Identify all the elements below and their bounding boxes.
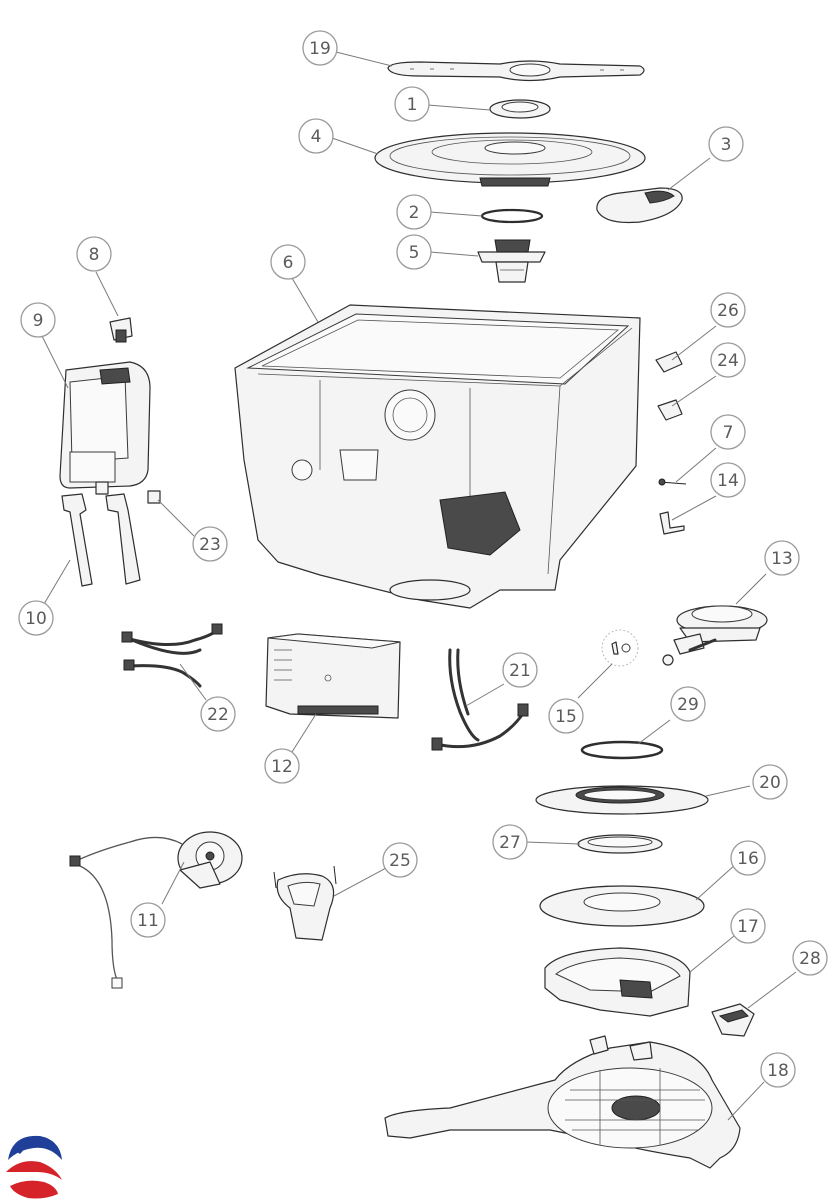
callout-11: 11 — [130, 902, 166, 938]
part-28-fitting — [711, 1003, 755, 1037]
part-13-pump-assembly — [662, 605, 768, 666]
callout-20: 20 — [752, 764, 788, 800]
callout-3: 3 — [708, 126, 744, 162]
svg-text:5: 5 — [409, 243, 420, 263]
svg-text:23: 23 — [199, 535, 221, 555]
part-19-upper-spray-arm — [387, 60, 645, 82]
part-8-fitting — [109, 317, 133, 343]
svg-text:9: 9 — [33, 311, 44, 331]
callout-8: 8 — [76, 236, 112, 272]
part-14-clip — [659, 511, 685, 535]
svg-text:11: 11 — [137, 911, 159, 931]
callout-13: 13 — [764, 540, 800, 576]
callout-14: 14 — [710, 462, 746, 498]
svg-text:1: 1 — [407, 95, 418, 115]
brand-swirl-logo — [4, 1135, 64, 1199]
svg-text:24: 24 — [717, 351, 739, 371]
part-23-clip — [147, 490, 161, 504]
svg-text:28: 28 — [799, 949, 821, 969]
part-5-impeller-hub — [477, 239, 546, 283]
svg-text:27: 27 — [499, 833, 521, 853]
svg-text:19: 19 — [309, 39, 331, 59]
part-18-base-assembly — [384, 1035, 741, 1169]
part-4-spray-tray — [374, 132, 646, 187]
svg-text:3: 3 — [721, 135, 732, 155]
svg-text:17: 17 — [737, 917, 759, 937]
svg-text:8: 8 — [89, 245, 100, 265]
part-22-wire-harness — [121, 623, 223, 688]
callout-29: 29 — [670, 686, 706, 722]
svg-text:16: 16 — [737, 849, 759, 869]
svg-text:14: 14 — [717, 471, 739, 491]
callout-26: 26 — [710, 292, 746, 328]
callout-28: 28 — [792, 940, 828, 976]
callout-4: 4 — [298, 118, 334, 154]
svg-text:12: 12 — [271, 757, 293, 777]
callout-10: 10 — [18, 600, 54, 636]
svg-text:29: 29 — [677, 695, 699, 715]
callout-6: 6 — [270, 244, 306, 280]
callout-16: 16 — [730, 840, 766, 876]
callout-24: 24 — [710, 342, 746, 378]
callout-15: 15 — [548, 698, 584, 734]
svg-text:6: 6 — [283, 253, 294, 273]
svg-text:26: 26 — [717, 301, 739, 321]
svg-text:25: 25 — [389, 851, 411, 871]
part-7-pin — [658, 478, 687, 486]
part-9-control-housing — [59, 361, 151, 495]
callout-17: 17 — [730, 908, 766, 944]
part-29-gasket — [580, 740, 664, 760]
svg-text:21: 21 — [509, 661, 531, 681]
part-1-bearing-ring — [489, 99, 551, 119]
svg-text:13: 13 — [771, 549, 793, 569]
callout-19: 19 — [302, 30, 338, 66]
svg-text:7: 7 — [723, 423, 734, 443]
callout-25: 25 — [382, 842, 418, 878]
callout-1: 1 — [394, 86, 430, 122]
callout-21: 21 — [502, 652, 538, 688]
svg-text:22: 22 — [207, 705, 229, 725]
callout-9: 9 — [20, 302, 56, 338]
callout-23: 23 — [192, 526, 228, 562]
svg-text:10: 10 — [25, 609, 47, 629]
callout-12: 12 — [264, 748, 300, 784]
part-6-tub — [234, 304, 641, 609]
svg-text:2: 2 — [409, 203, 420, 223]
part-2-seal-ring — [480, 208, 544, 224]
leader-lines — [41, 51, 797, 1121]
svg-text:20: 20 — [759, 773, 781, 793]
part-15-clips — [601, 629, 639, 667]
svg-text:4: 4 — [311, 127, 322, 147]
part-12-control-board — [265, 633, 401, 719]
part-27-ring — [577, 834, 663, 854]
callout-27: 27 — [492, 824, 528, 860]
callout-2: 2 — [396, 194, 432, 230]
part-20-filter-plate — [535, 785, 709, 815]
part-24-plate — [657, 399, 683, 421]
callout-18: 18 — [760, 1052, 796, 1088]
part-25-bracket — [273, 865, 337, 941]
svg-text:18: 18 — [767, 1061, 789, 1081]
part-3-cover — [596, 187, 683, 224]
callout-22: 22 — [200, 696, 236, 732]
part-17-sump — [544, 947, 691, 1017]
part-11-motor — [69, 831, 243, 989]
part-16-filter-disk — [539, 885, 705, 927]
callout-5: 5 — [396, 234, 432, 270]
svg-text:15: 15 — [555, 707, 577, 727]
part-21-wiring — [431, 648, 529, 751]
callout-7: 7 — [710, 414, 746, 450]
part-10-brackets — [61, 493, 141, 587]
